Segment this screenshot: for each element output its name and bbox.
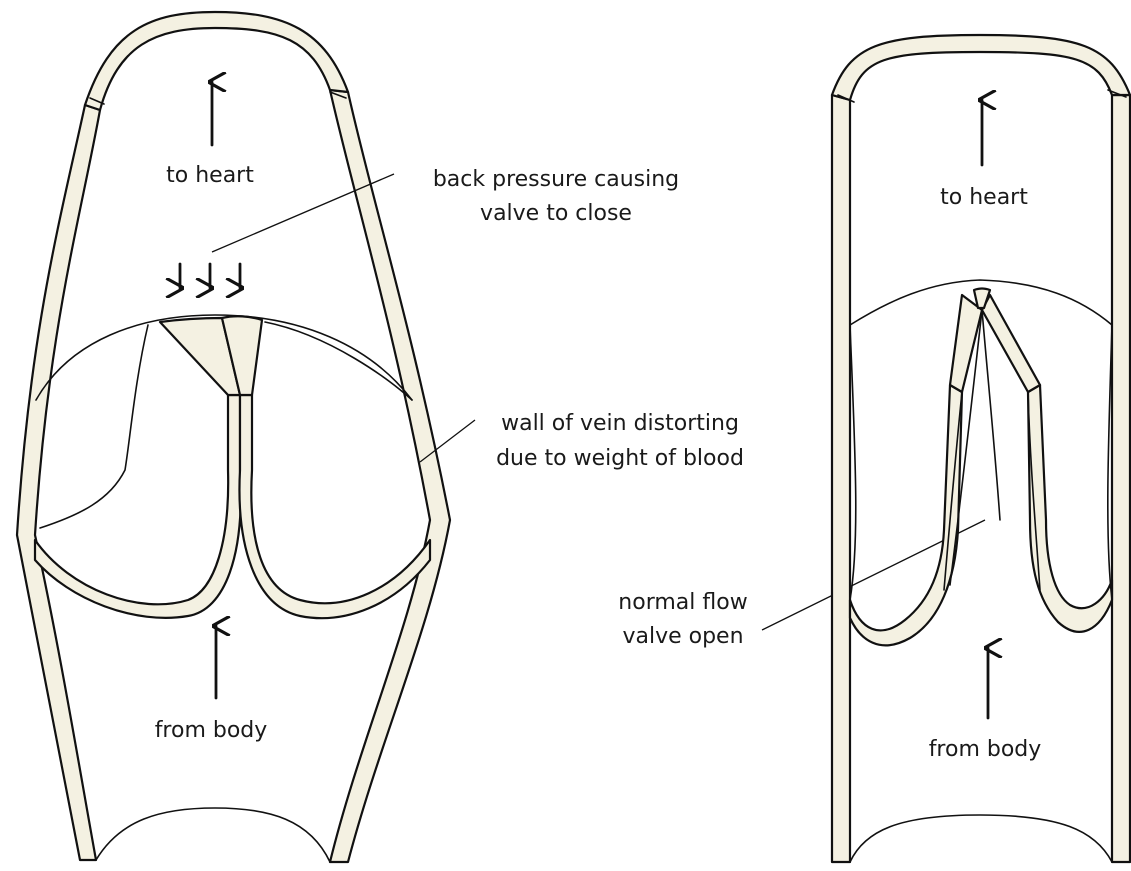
callout-wall-distorting: wall of vein distorting due to weight of… xyxy=(420,411,744,471)
right-vein-left-wall xyxy=(832,95,850,862)
left-valve-leaf-right xyxy=(239,395,430,618)
right-vein-top-arch xyxy=(832,35,1130,100)
back-pressure-arrows xyxy=(180,264,240,288)
right-vein-open: to heart from body xyxy=(832,35,1130,862)
right-valve-strand xyxy=(982,310,1000,520)
left-valve-inner-fold xyxy=(40,325,148,528)
from-body-label-right: from body xyxy=(929,737,1042,762)
to-heart-label-right: to heart xyxy=(940,185,1028,210)
wall-distorting-text-line1: wall of vein distorting xyxy=(501,411,739,436)
left-vein-closed: to heart from body xyxy=(17,12,450,862)
left-vein-top-arch xyxy=(85,12,348,110)
right-valve-leaflet-left xyxy=(950,295,982,392)
left-valve-leaf-left xyxy=(35,395,241,618)
normal-flow-text-line1: normal flow xyxy=(618,590,747,615)
left-vein-left-wall xyxy=(17,105,100,860)
from-body-label-left: from body xyxy=(155,718,268,743)
normal-flow-text-line2: valve open xyxy=(622,624,743,649)
callout-back-pressure: back pressure causing valve to close xyxy=(212,167,679,252)
wall-distorting-text-line2: due to weight of blood xyxy=(496,446,744,471)
left-vein-right-wall xyxy=(330,90,450,862)
right-valve-pocket-right xyxy=(1028,385,1112,632)
right-valve-pocket-left xyxy=(850,385,962,645)
back-pressure-text-line1: back pressure causing xyxy=(433,167,679,192)
callout-normal-flow: normal flow valve open xyxy=(618,520,985,649)
right-valve-leaflet-right xyxy=(982,295,1040,392)
left-vein-bottom-edge xyxy=(96,808,330,862)
back-pressure-text-line2: valve to close xyxy=(480,201,632,226)
to-heart-label-left: to heart xyxy=(166,163,254,188)
right-vein-bottom-edge xyxy=(850,815,1112,862)
right-vein-right-wall xyxy=(1112,95,1130,862)
